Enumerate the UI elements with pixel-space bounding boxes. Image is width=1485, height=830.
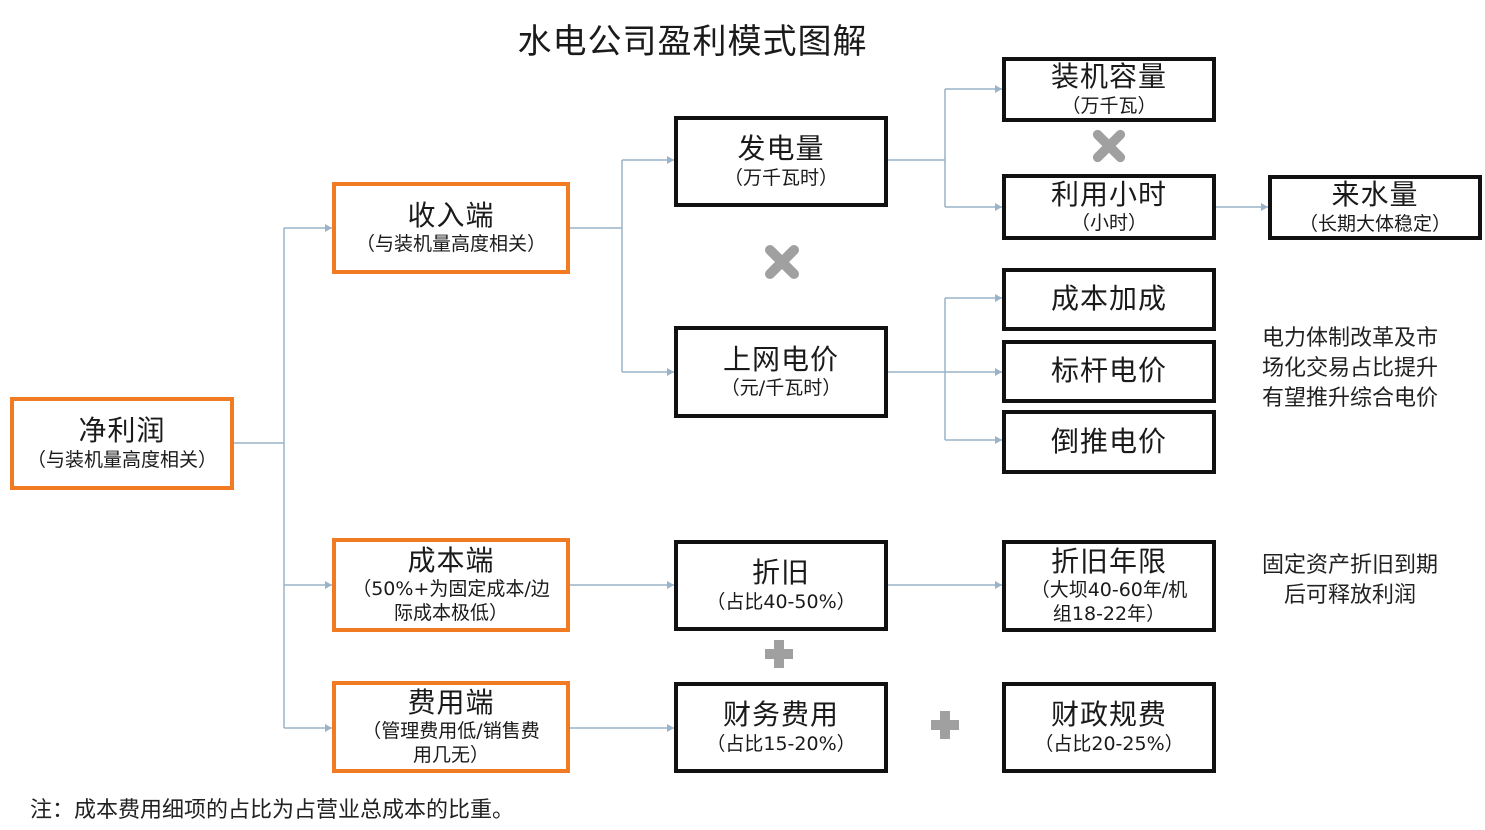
net-profit-label: 净利润 xyxy=(78,414,166,448)
price-box: 上网电价 （元/千瓦时） xyxy=(674,326,888,418)
cost-label: 成本端 xyxy=(407,544,495,578)
dep-note-line1: 固定资产折旧到期 xyxy=(1261,553,1438,578)
multiply-icon xyxy=(765,245,799,279)
benchmark-box: 标杆电价 xyxy=(1002,340,1216,403)
footnote: 注：成本费用细项的占比为占营业总成本的比重。 xyxy=(30,798,515,823)
reverse-label: 倒推电价 xyxy=(1050,424,1167,458)
revenue-label: 收入端 xyxy=(407,198,495,232)
utilization-box: 利用小时 （小时） xyxy=(1002,174,1216,240)
generation-box: 发电量 （万千瓦时） xyxy=(674,116,888,207)
cost-sub-line2: 际成本极低） xyxy=(393,602,508,625)
price-sub: （元/千瓦时） xyxy=(720,377,842,400)
utilization-sub: （小时） xyxy=(1070,212,1147,235)
reform-note: 电力体制改革及市 场化交易占比提升 有望推升综合电价 xyxy=(1240,324,1460,414)
reverse-box: 倒推电价 xyxy=(1002,410,1216,474)
depreciation-label: 折旧 xyxy=(751,556,810,590)
finance-cost-box: 财务费用 （占比15-20%） xyxy=(674,682,888,773)
generation-label: 发电量 xyxy=(737,132,825,166)
finance-cost-sub: （占比15-20%） xyxy=(706,732,856,755)
expense-sub-line2: 用几无） xyxy=(412,744,489,767)
net-profit-box: 净利润 （与装机量高度相关） xyxy=(10,397,234,490)
inflow-label: 来水量 xyxy=(1331,178,1419,212)
cost-sub-line1: （50%+为固定成本/边 xyxy=(352,578,550,601)
reform-note-line3: 有望推升综合电价 xyxy=(1261,386,1438,411)
plus-icon xyxy=(931,711,959,739)
dep-period-box: 折旧年限 （大坝40-60年/机 组18-22年） xyxy=(1002,540,1216,632)
fiscal-fee-label: 财政规费 xyxy=(1050,698,1167,732)
capacity-label: 装机容量 xyxy=(1050,60,1167,94)
dep-note-line2: 后可释放利润 xyxy=(1283,583,1416,608)
revenue-sub: （与装机量高度相关） xyxy=(355,233,546,256)
depreciation-expiry-note: 固定资产折旧到期 后可释放利润 xyxy=(1240,551,1460,611)
dep-period-label: 折旧年限 xyxy=(1050,545,1167,579)
expense-label: 费用端 xyxy=(407,686,495,720)
inflow-sub: （长期大体稳定） xyxy=(1298,212,1451,235)
revenue-box: 收入端 （与装机量高度相关） xyxy=(332,182,570,274)
dep-period-sub-line2: 组18-22年） xyxy=(1052,603,1166,626)
price-label: 上网电价 xyxy=(722,342,839,376)
dep-period-sub-line1: （大坝40-60年/机 xyxy=(1030,579,1188,602)
cost-plus-label: 成本加成 xyxy=(1050,282,1167,316)
cost-plus-box: 成本加成 xyxy=(1002,268,1216,331)
generation-sub: （万千瓦时） xyxy=(723,166,838,189)
depreciation-box: 折旧 （占比40-50%） xyxy=(674,540,888,631)
finance-cost-label: 财务费用 xyxy=(722,698,839,732)
utilization-label: 利用小时 xyxy=(1050,177,1167,211)
benchmark-label: 标杆电价 xyxy=(1050,354,1167,388)
expense-box: 费用端 （管理费用低/销售费 用几无） xyxy=(332,681,570,773)
reform-note-line1: 电力体制改革及市 xyxy=(1261,326,1438,351)
fiscal-fee-sub: （占比20-25%） xyxy=(1034,732,1184,755)
depreciation-sub: （占比40-50%） xyxy=(706,590,856,613)
page-title: 水电公司盈利模式图解 xyxy=(517,22,868,62)
reform-note-line2: 场化交易占比提升 xyxy=(1261,356,1438,381)
net-profit-sub: （与装机量高度相关） xyxy=(26,448,217,471)
expense-sub-line1: （管理费用低/销售费 xyxy=(362,720,540,743)
fiscal-fee-box: 财政规费 （占比20-25%） xyxy=(1002,682,1216,773)
plus-icon xyxy=(765,640,793,668)
capacity-sub: （万千瓦） xyxy=(1061,94,1157,117)
cost-box: 成本端 （50%+为固定成本/边 际成本极低） xyxy=(332,538,570,632)
inflow-box: 来水量 （长期大体稳定） xyxy=(1268,175,1482,240)
capacity-box: 装机容量 （万千瓦） xyxy=(1002,57,1216,122)
multiply-icon xyxy=(1092,129,1126,163)
